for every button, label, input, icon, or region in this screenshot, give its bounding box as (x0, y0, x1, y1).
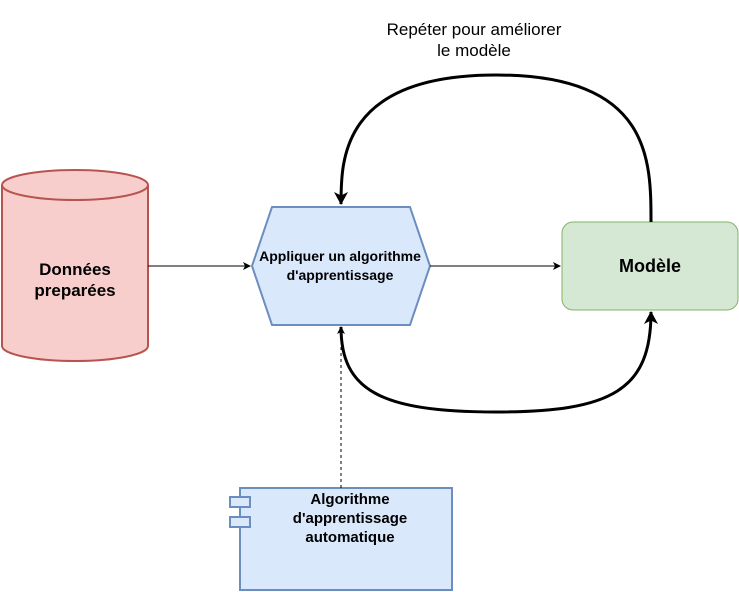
data-store-label: Données preparées (34, 260, 116, 300)
component-port-bottom-icon (229, 516, 251, 528)
edge-loop-bottom (339, 311, 658, 414)
algorithm-component[interactable] (229, 487, 453, 591)
model-label: Modèle (618, 255, 681, 276)
algorithm-component-label: Algorithme d'apprentissage automatique (292, 490, 408, 546)
component-port-top-icon (229, 496, 251, 508)
loop-annotation: Repéter pour améliorer le modèle (386, 20, 562, 60)
data-store-cylinder[interactable] (1, 169, 149, 362)
process-label: Appliquer un algorithme d'apprentissage (259, 248, 421, 283)
process-hexagon[interactable] (250, 206, 432, 326)
edge-loop-top (334, 73, 653, 223)
